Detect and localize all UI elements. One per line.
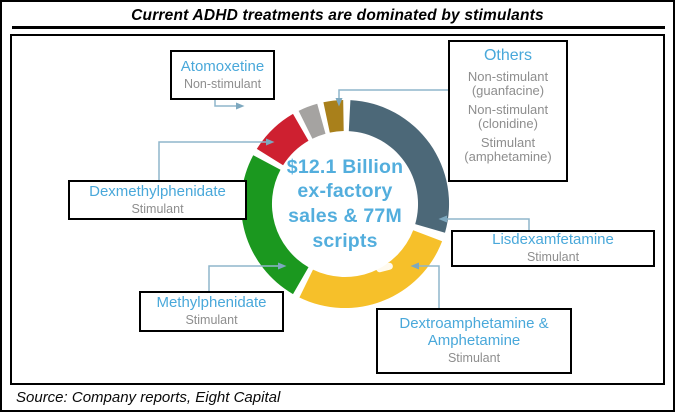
- callout-others-item-guanfacine: Non-stimulant (guanfacine): [467, 68, 549, 98]
- callout-dexmethylphenidate: Dexmethylphenidate Stimulant: [68, 180, 247, 220]
- donut-segment-others: [323, 100, 344, 133]
- donut-segment-atomoxetine: [298, 103, 326, 139]
- title-underline: [12, 26, 665, 29]
- donut-segment-lisdexamfetamine: [348, 100, 450, 233]
- donut-segment-methylphenidate: [241, 155, 309, 295]
- callout-dextroamphetamine-category: Stimulant: [447, 350, 501, 365]
- donut-segment-dextroamphetamine-amphetamine: [299, 230, 443, 309]
- callout-others-item-clonidine: Non-stimulant (clonidine): [467, 101, 549, 131]
- callout-atomoxetine: Atomoxetine Non-stimulant: [170, 50, 275, 100]
- callout-dextroamphetamine: Dextroamphetamine & Amphetamine Stimulan…: [376, 308, 572, 374]
- callout-dexmethylphenidate-name: Dexmethylphenidate: [89, 182, 226, 200]
- donut-segment-dexmethylphenidate: [256, 113, 309, 166]
- callout-others: Others Non-stimulant (guanfacine) Non-st…: [448, 40, 568, 182]
- callout-methylphenidate: Methylphenidate Stimulant: [139, 291, 284, 332]
- callout-lisdexamfetamine-category: Stimulant: [526, 250, 580, 265]
- donut-chart: [241, 100, 450, 309]
- callout-others-title: Others: [483, 47, 532, 64]
- callout-dexmethylphenidate-category: Stimulant: [131, 201, 184, 216]
- donut-center-label: $12.1 Billion ex-factory sales & 77M scr…: [286, 155, 404, 252]
- callout-others-item-amphetamine: Stimulant (amphetamine): [464, 135, 552, 165]
- source-note: Source: Company reports, Eight Capital: [16, 389, 281, 406]
- callout-atomoxetine-category: Non-stimulant: [183, 76, 262, 91]
- callout-methylphenidate-name: Methylphenidate: [156, 294, 267, 312]
- callout-dextroamphetamine-name: Dextroamphetamine & Amphetamine: [399, 315, 549, 350]
- callout-lisdexamfetamine: Lisdexamfetamine Stimulant: [451, 230, 655, 267]
- callout-methylphenidate-category: Stimulant: [185, 313, 238, 328]
- callout-lisdexamfetamine-name: Lisdexamfetamine: [492, 231, 614, 249]
- page-title: Current ADHD treatments are dominated by…: [131, 7, 544, 24]
- callout-atomoxetine-name: Atomoxetine: [180, 57, 265, 75]
